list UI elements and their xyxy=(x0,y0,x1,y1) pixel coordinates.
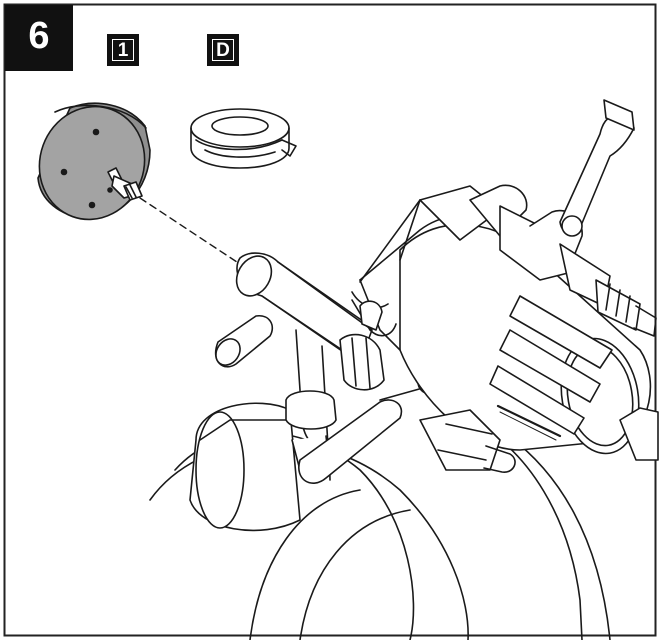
callout-label: 1 xyxy=(117,39,129,61)
assembly-guide-line xyxy=(139,197,247,269)
drill-stand-body xyxy=(149,99,659,640)
callout-1-pressure-gauge: 1 xyxy=(107,34,139,66)
callout-d-ptfe-tape: D xyxy=(207,34,239,66)
pressure-gauge-icon xyxy=(37,102,151,221)
callout-label: D xyxy=(216,39,230,61)
step-number-badge: 6 xyxy=(5,5,73,71)
step-number: 6 xyxy=(28,14,50,57)
ptfe-tape-roll-icon xyxy=(190,108,297,169)
